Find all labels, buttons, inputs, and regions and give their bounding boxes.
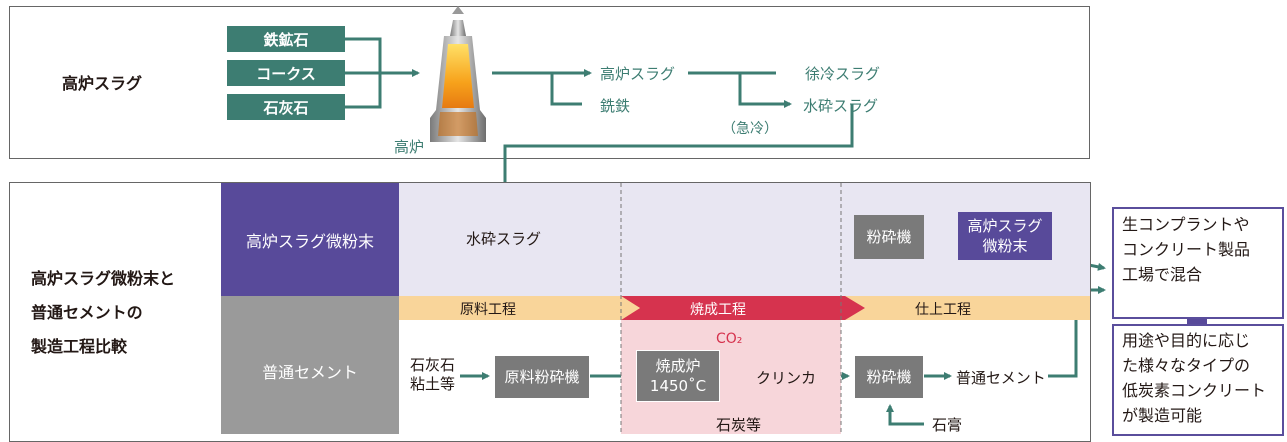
label-co2: CO₂ xyxy=(716,331,743,347)
node-slag-powder-line: 高炉スラグ xyxy=(967,217,1043,235)
node-slag-powder: 高炉スラグ 微粉末 xyxy=(958,212,1052,260)
comparison-title-line: 高炉スラグ微粉末と xyxy=(31,269,176,288)
label-blast-furnace: 高炉 xyxy=(394,138,425,156)
node-raw-materials: 石灰石 粘土等 xyxy=(410,356,455,394)
node-slag-powder-line: 微粉末 xyxy=(982,237,1028,255)
mixing-box: 生コンプラントや コンクリート製品 工場で混合 xyxy=(1112,207,1284,319)
label-granulated-slag: 水砕スラグ xyxy=(803,97,879,115)
node-grinder: 粉砕機 xyxy=(854,215,924,259)
node-kiln: 焼成炉 1450˚C xyxy=(636,350,720,402)
label-rapid-cooling: （急冷） xyxy=(722,121,778,137)
material-coke: コークス xyxy=(227,60,345,86)
stage-firing: 焼成工程 xyxy=(690,302,746,318)
comparison-title-line: 普通セメントの xyxy=(31,303,143,322)
material-limestone: 石灰石 xyxy=(227,94,345,120)
node-ordinary-cement: 普通セメント xyxy=(956,369,1046,387)
blast-furnace-slag-panel xyxy=(9,6,1090,159)
row-label-ordinary-cement: 普通セメント xyxy=(221,308,399,434)
comparison-title: 高炉スラグ微粉末と 普通セメントの 製造工程比較 xyxy=(31,262,175,364)
label-gypsum: 石膏 xyxy=(932,416,963,434)
label-slow-cooled-slag: 徐冷スラグ xyxy=(805,65,881,83)
node-kiln-line: 焼成炉 xyxy=(655,357,701,375)
node-kiln-line: 1450˚C xyxy=(649,377,707,395)
result-box: 用途や目的に応じ た様々なタイプの 低炭素コンクリート が製造可能 xyxy=(1112,324,1284,436)
material-iron-ore: 鉄鉱石 xyxy=(227,26,345,52)
result-box-line: た様々なタイプの xyxy=(1122,356,1251,375)
result-box-line: 用途や目的に応じ xyxy=(1122,331,1251,350)
node-raw-materials-line: 石灰石 xyxy=(410,356,456,374)
label-blast-furnace-slag: 高炉スラグ xyxy=(600,65,676,83)
node-grinder-2: 粉砕機 xyxy=(855,356,923,398)
panel-title-blast-furnace-slag: 高炉スラグ xyxy=(62,74,143,93)
node-granulated-slag: 水砕スラグ xyxy=(466,230,542,248)
label-coal: 石炭等 xyxy=(716,416,762,434)
comparison-title-line: 製造工程比較 xyxy=(31,337,128,356)
mixing-box-line: コンクリート製品 xyxy=(1122,240,1251,259)
result-box-line: が製造可能 xyxy=(1122,406,1203,425)
stage-finishing: 仕上工程 xyxy=(915,302,971,318)
mixing-box-line: 工場で混合 xyxy=(1122,265,1203,284)
row-label-slag-powder: 高炉スラグ微粉末 xyxy=(221,183,399,296)
stage-raw-material: 原料工程 xyxy=(460,302,516,318)
node-raw-materials-line: 粘土等 xyxy=(410,375,456,393)
mixing-box-line: 生コンプラントや xyxy=(1122,215,1250,234)
node-clinker: クリンカ xyxy=(756,369,817,387)
blast-furnace-icon xyxy=(430,6,486,142)
row-divider xyxy=(221,296,399,308)
node-raw-grinder: 原料粉砕機 xyxy=(495,356,589,398)
result-box-line: 低炭素コンクリート xyxy=(1122,381,1267,400)
label-pig-iron: 銑鉄 xyxy=(600,97,631,115)
